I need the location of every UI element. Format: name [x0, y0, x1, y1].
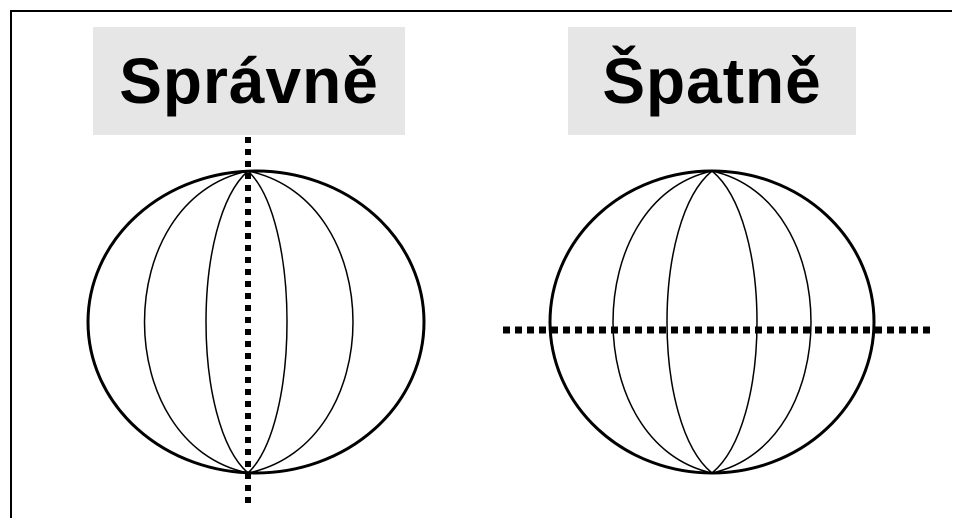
globe-correct-meridian-3	[247, 170, 288, 474]
globe-wrong-meridian-3	[711, 170, 758, 474]
label-correct: Správně	[93, 27, 405, 135]
globe-correct-outline	[86, 169, 426, 475]
globe-correct-meridian-4	[247, 170, 354, 474]
globe-wrong-meridian-2	[666, 170, 713, 474]
label-wrong: Špatně	[568, 27, 856, 135]
globe-correct-meridian-1	[143, 170, 249, 474]
globe-correct	[86, 137, 426, 508]
globe-wrong-outline	[548, 169, 876, 475]
globe-wrong	[503, 169, 930, 475]
globe-wrong-meridian-4	[711, 170, 812, 474]
figure-frame	[10, 10, 952, 518]
globe-wrong-meridian-1	[612, 170, 713, 474]
globe-correct-meridian-2	[205, 170, 249, 474]
